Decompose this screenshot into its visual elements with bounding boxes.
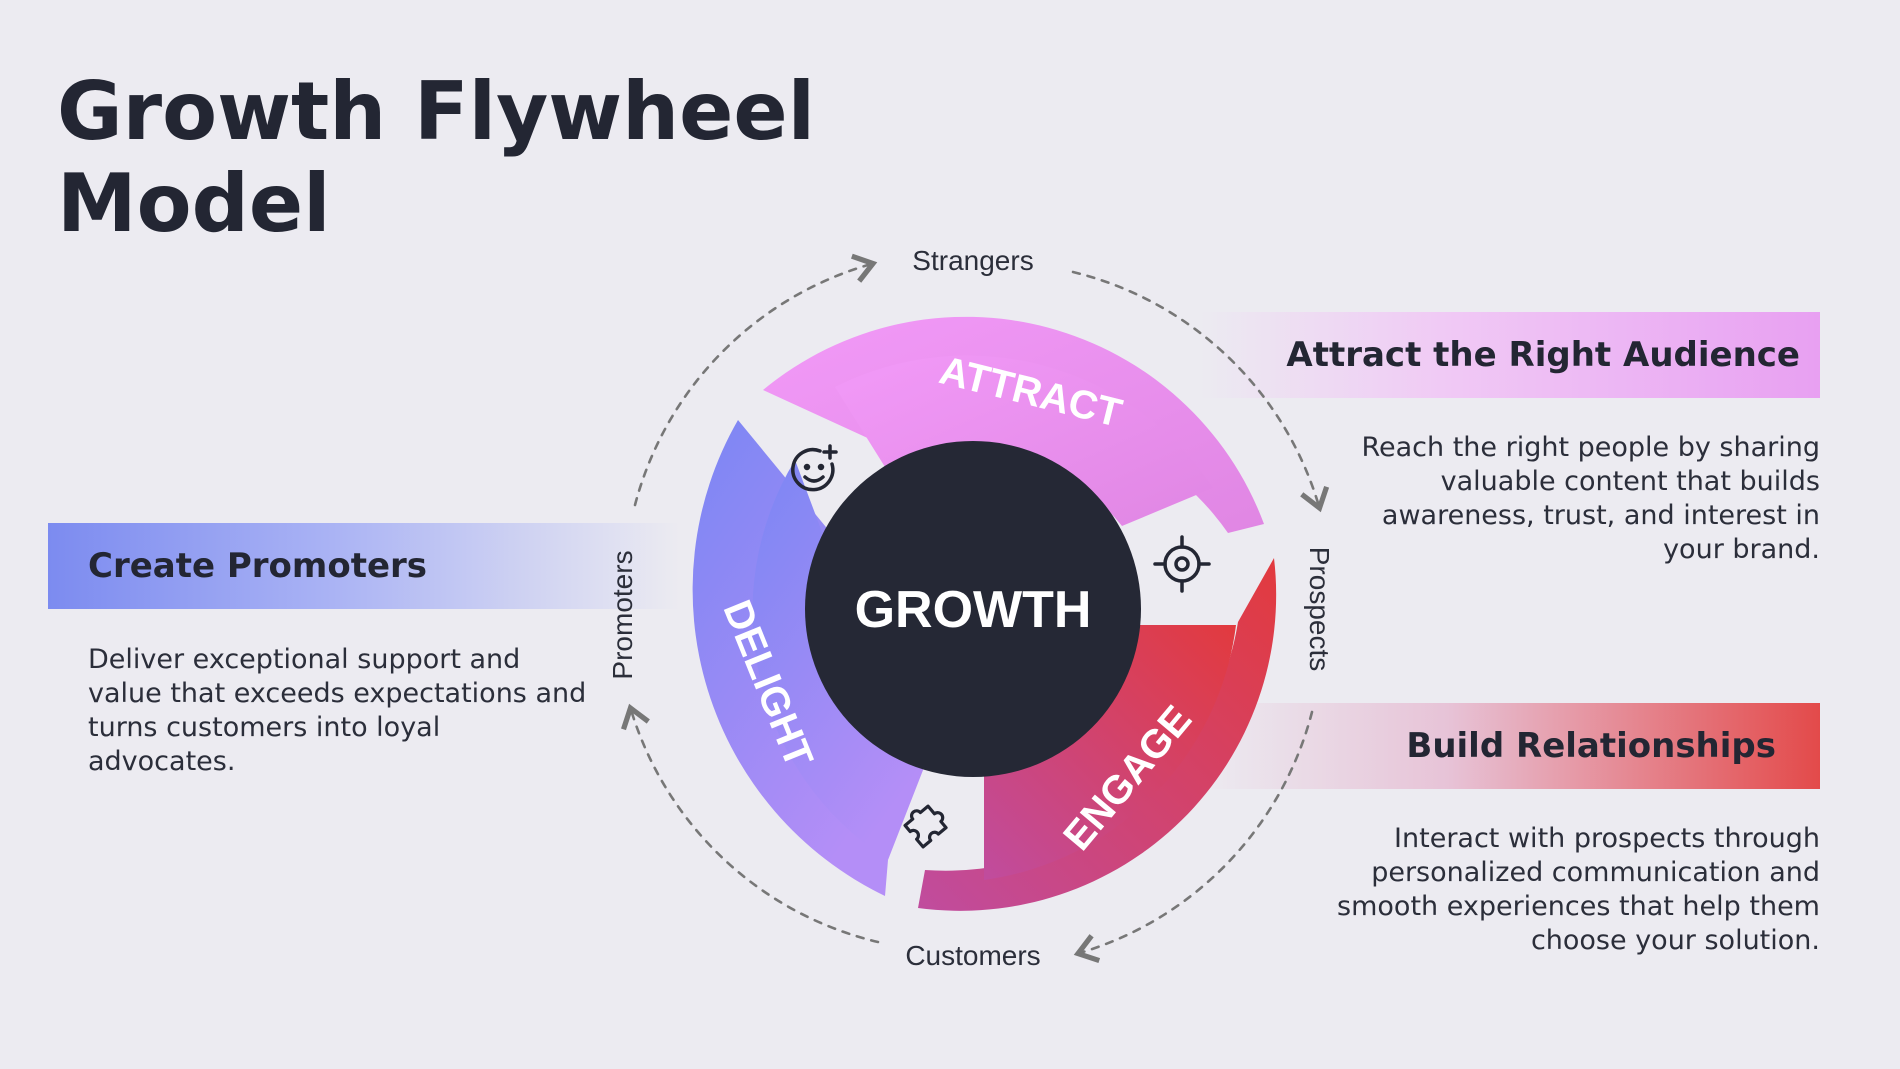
target-icon — [1153, 535, 1211, 593]
engage-description: Interact with prospects through personal… — [1337, 823, 1820, 956]
attract-band — [835, 355, 1213, 526]
stage-strangers: Strangers — [912, 245, 1033, 276]
ring-arc-top-right — [1071, 270, 1330, 513]
attract-heading: Attract the Right Audience — [1286, 335, 1800, 375]
growth-hub — [805, 441, 1141, 777]
smiley-plus-icon — [791, 444, 838, 492]
stage-prospects: Prospects — [1304, 547, 1335, 672]
ring-arc-bottom-left — [621, 703, 880, 944]
ring-arc-top-left — [633, 253, 878, 507]
stage-customers: Customers — [905, 940, 1040, 971]
promoters-heading: Create Promoters — [88, 546, 428, 586]
engage-band — [984, 625, 1236, 880]
title-line-1: Growth Flywheel — [57, 65, 816, 158]
puzzle-icon — [903, 804, 948, 849]
promoters-description: Deliver exceptional support and value th… — [88, 644, 587, 777]
promoters-banner: Create Promoters — [48, 523, 680, 609]
growth-label: GROWTH — [855, 581, 1092, 639]
engage-segment — [918, 558, 1277, 911]
engage-banner: Build Relationships — [1200, 703, 1820, 789]
attract-description: Reach the right people by sharing valuab… — [1361, 432, 1820, 565]
page-title: Growth Flywheel Model — [57, 66, 815, 250]
stage-promoters: Promoters — [607, 550, 638, 679]
attract-banner: Attract the Right Audience — [1200, 312, 1820, 398]
engage-heading: Build Relationships — [1406, 726, 1776, 766]
ring-arc-bottom-right — [1073, 710, 1314, 964]
dashed-ring — [621, 253, 1330, 964]
delight-band — [752, 460, 925, 860]
title-line-2: Model — [57, 157, 331, 250]
